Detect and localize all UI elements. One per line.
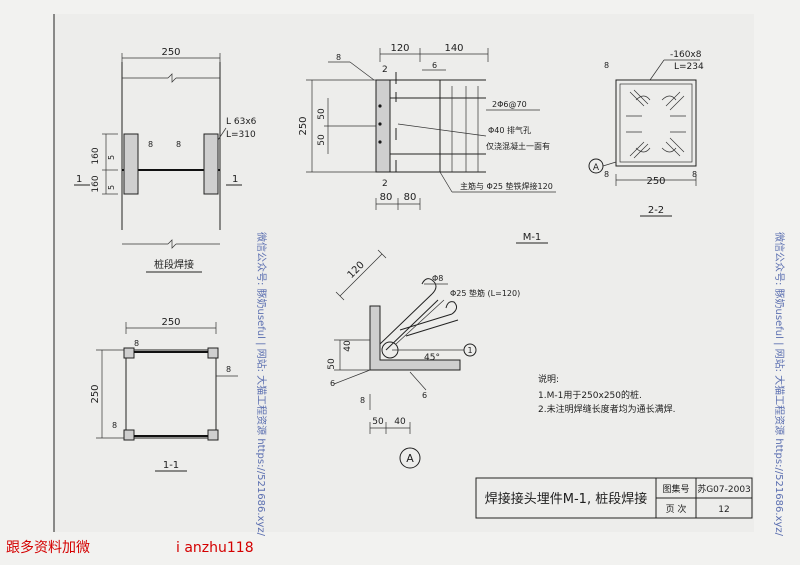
m1-dim-120: 120 [390, 43, 409, 54]
plate-length-label: L=234 [674, 62, 704, 72]
section-mark-left: 1 [76, 174, 82, 185]
m1-vent-hole-label: Φ40 排气孔 [488, 125, 531, 135]
section-1-1-caption: 1-1 [163, 460, 179, 471]
m1-weld-6: 6 [432, 61, 437, 70]
s11-top-dim: 250 [161, 317, 180, 328]
s22-weld-8-right: 8 [692, 170, 697, 179]
detail-a-callout-1 [463, 343, 477, 357]
callout-a-label: A [593, 163, 600, 173]
detail-a-pad-bar-label: Φ25 垫筋 (L=120) [450, 288, 520, 298]
dim-160-bottom: 160 [91, 175, 101, 192]
m1-caption: M-1 [523, 232, 542, 243]
pile-section-caption: 桩段焊接 [154, 258, 194, 271]
m1-rebar-label: 2Φ6@70 [492, 100, 527, 109]
s11-pile-outline [125, 349, 217, 439]
dim-5-bottom: 5 [107, 185, 116, 190]
angle-label: L 63x6 [226, 117, 257, 127]
detail-a-angle: 45° [424, 353, 440, 363]
page-number-label: 页 次 [666, 503, 687, 515]
m1-end-plate [375, 79, 391, 173]
m1-dim-80a: 80 [380, 192, 393, 203]
m1-weld-8: 8 [336, 53, 341, 62]
m1-cut-mark-bottom: 2 [382, 179, 388, 189]
detail-a-weld-6-right: 6 [422, 391, 427, 400]
m1-main-bar-note: 主筋与 Φ25 垫铁焊接120 [460, 181, 553, 191]
paper-area [54, 14, 754, 532]
watermark-right: 微信公众号: 豚奶useful | 网站: 大猫工程资源 https://521… [773, 232, 786, 537]
page-number: 12 [718, 505, 729, 515]
angle-length-label: L=310 [226, 130, 256, 140]
detail-a-dim-50: 50 [327, 358, 337, 370]
m1-dim-140: 140 [444, 43, 463, 54]
watermark-left: 微信公众号: 豚奶useful | 网站: 大猫工程资源 https://521… [255, 232, 268, 537]
break-mark-top [167, 73, 177, 83]
section-2-2-caption: 2-2 [648, 205, 664, 216]
notes-title: 说明: [538, 373, 559, 385]
m1-cut-mark-top: 2 [382, 65, 388, 75]
drawing-title: 焊接接头埋件M-1, 桩段焊接 [485, 491, 647, 507]
m1-concrete-note: 仅浇混凝土一面有 [486, 141, 550, 151]
contact-label: 跟多资料加微 [6, 539, 90, 556]
detail-a-marker-circle [399, 447, 421, 469]
detail-a-angle-steel [369, 305, 461, 371]
weld-a-label: 8 [148, 140, 153, 149]
s11-weld-8-top: 8 [134, 339, 139, 348]
notes-line-2: 2.未注明焊缝长度者均为通长满焊. [538, 403, 675, 415]
s22-dim-250: 250 [646, 176, 665, 187]
notes-block: 说明: 1.M-1用于250x250的桩. 2.未注明焊缝长度者均为通长满焊. [538, 373, 675, 415]
detail-a-bar-label: Φ8 [432, 274, 443, 283]
s22-weld-8-top: 8 [604, 61, 609, 70]
m1-dim-250: 250 [298, 116, 309, 135]
detail-a-callout-1-label: 1 [467, 346, 472, 355]
section-2-2-view: -160x8 L=234 8 8 8 250 A 2-2 [588, 50, 704, 217]
dim-160-top: 160 [91, 147, 101, 164]
detail-a-dim-50-bottom: 50 [372, 417, 384, 427]
section-1-1-view: 250 8 8 8 250 1-1 [90, 317, 238, 472]
angle-steel-right [203, 133, 219, 195]
title-block: 焊接接头埋件M-1, 桩段焊接 图集号 苏G07-2003 页 次 12 [475, 477, 753, 519]
dim-5-top: 5 [107, 155, 116, 160]
pile-top-dim: 250 [161, 47, 180, 58]
m1-embedded-part-view: 120 140 8 6 2 2 250 50 50 [298, 43, 556, 244]
detail-a-dim-40-side: 40 [343, 340, 353, 352]
detail-a-weld-6-left: 6 [330, 379, 335, 388]
section-mark-right: 1 [232, 174, 238, 185]
m1-dim-50b: 50 [317, 108, 327, 120]
atlas-number: 苏G07-2003 [697, 483, 751, 495]
detail-a-dim-40-bottom: 40 [394, 417, 406, 427]
pile-section-view: 250 L 63x6 L=310 8 8 160 160 5 5 1 1 桩段焊… [74, 47, 257, 273]
m1-dim-50a: 50 [317, 134, 327, 146]
break-mark-bottom [167, 239, 177, 249]
s11-side-dim: 250 [90, 384, 101, 403]
m1-dim-80b: 80 [404, 192, 417, 203]
atlas-number-label: 图集号 [662, 483, 689, 495]
s22-weld-8-left: 8 [604, 170, 609, 179]
notes-line-1: 1.M-1用于250x250的桩. [538, 389, 642, 401]
s11-weld-8-bottom: 8 [112, 421, 117, 430]
detail-a-caption: A [406, 452, 414, 465]
s11-weld-8-side: 8 [226, 365, 231, 374]
angle-steel-left [123, 133, 139, 195]
plate-size-label: -160x8 [670, 50, 702, 60]
contact-id: i anzhu118 [176, 540, 254, 556]
detail-a-weld-8: 8 [360, 396, 365, 405]
weld-b-label: 8 [176, 140, 181, 149]
